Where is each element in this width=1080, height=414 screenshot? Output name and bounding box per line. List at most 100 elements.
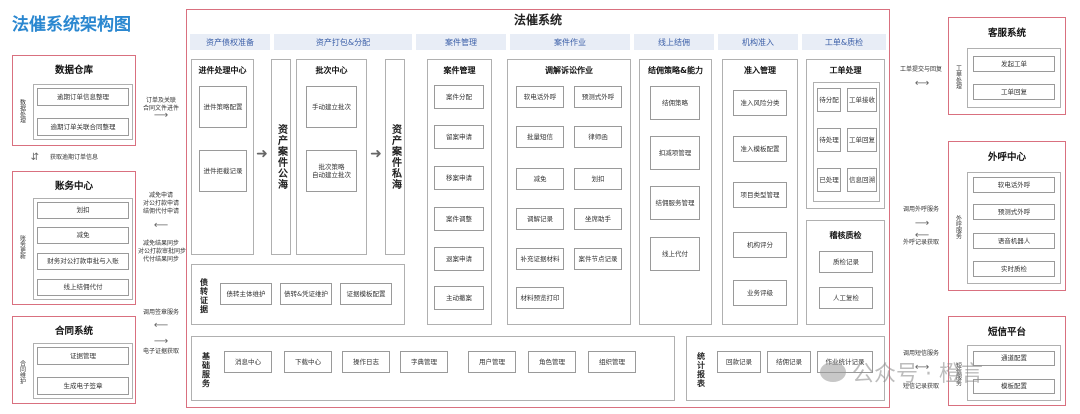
access-item: 准入模板配置 (733, 136, 787, 162)
double-arrow-icon: ⟷ (914, 77, 930, 89)
stage-access: 机构准入 (718, 34, 798, 50)
left-arrow-icon: ⟵ (914, 229, 930, 241)
workorder-title: 工单处理 (829, 66, 862, 75)
callout-item: 语音机器人 (973, 233, 1055, 249)
stage-packing: 资产打包&分配 (274, 34, 412, 50)
mediation-item: 划扣 (574, 168, 622, 190)
account-item: 财务对公打款审批与入账 (37, 253, 129, 270)
base-item: 用户管理 (468, 351, 516, 373)
service-system: 客服系统 工单处理 发起工单 工单回复 (948, 17, 1066, 115)
access-title: 准入管理 (744, 66, 776, 75)
callout-system: 外呼中心 外呼服务 软电话外呼 预测式外呼 语音机器人 实时质检 (948, 141, 1066, 291)
case-mgmt-item: 留案申请 (434, 125, 484, 149)
service-item: 工单回复 (973, 84, 1055, 100)
case-mgmt-item: 移案申请 (434, 166, 484, 190)
account-side: 账务更新 (18, 235, 26, 259)
pool-private: 资产案件私海 (385, 59, 405, 255)
access-item: 业务评级 (733, 280, 787, 306)
sms-system: 短信平台 短信服务 通道配置 模板配置 (948, 316, 1066, 406)
access-panel: 准入管理 准入风险分类 准入模板配置 项目类型管理 机构评分 业务评级 (722, 59, 798, 325)
right-arrow-icon: ➜ (256, 146, 268, 162)
link-label-call-service: 调用外呼服务 (902, 206, 939, 213)
access-item: 准入风险分类 (733, 90, 787, 116)
right-arrow-icon: ⟶ (153, 109, 169, 121)
base-item: 下载中心 (284, 351, 332, 373)
stage-asset-prep: 资产债权准备 (190, 34, 270, 50)
contract-system: 合同系统 合同维护 证据管理 生成电子签章 (12, 316, 136, 404)
base-item: 消息中心 (224, 351, 272, 373)
callout-item: 预测式外呼 (973, 204, 1055, 220)
link-label-sms-service: 调用短信服务 (902, 350, 939, 357)
right-arrow-icon: ➜ (370, 146, 382, 162)
mediation-panel: 调解诉讼作业 软电话外呼 预测式外呼 批量短信 律师函 减免 划扣 调解记录 坐… (507, 59, 631, 325)
mediation-item: 补充证据材料 (516, 248, 564, 270)
callout-item: 实时质检 (973, 261, 1055, 277)
mediation-item: 预测式外呼 (574, 86, 622, 108)
sms-item: 通道配置 (973, 351, 1055, 366)
commission-item: 结佣服务管理 (650, 186, 700, 220)
account-system: 账务中心 账务更新 划扣 减免 财务对公打款审批与入账 线上结佣代付 (12, 171, 136, 305)
intake-item: 进件策略配置 (199, 86, 247, 128)
warehouse-title: 数据仓库 (54, 65, 93, 76)
case-mgmt-item: 主动撤案 (434, 286, 484, 310)
case-mgmt-panel: 案件管理 案件分配 留案申请 移案申请 案件调整 退案申请 主动撤案 (427, 59, 492, 325)
mediation-title: 调解诉讼作业 (545, 66, 593, 75)
workorder-item: 工单接收 (847, 88, 877, 112)
wechat-icon (820, 362, 846, 382)
watermark: 公众号 · 橙言 (820, 352, 1060, 392)
case-mgmt-item: 案件调整 (434, 207, 484, 231)
sms-side: 短信服务 (954, 362, 962, 386)
stage-case-ops: 案件作业 (510, 34, 630, 50)
case-mgmt-title: 案件管理 (443, 66, 476, 75)
intake-title: 进件处理中心 (198, 66, 247, 75)
link-label-account-sync: 减免结果同步 对公打款审批同步 代付结果同步 (138, 240, 187, 263)
callout-item: 软电话外呼 (973, 177, 1055, 193)
evidence-item: 债转&凭证维护 (280, 283, 332, 305)
contract-item: 证据管理 (37, 347, 129, 365)
service-side: 工单处理 (954, 65, 962, 89)
batch-center: 批次中心 手动建立批次 批次策略 自动建立批次 (296, 59, 367, 255)
intake-center: 进件处理中心 进件策略配置 进件拒截记录 (191, 59, 254, 255)
account-item: 线上结佣代付 (37, 279, 129, 296)
stage-commission: 线上结佣 (634, 34, 714, 50)
batch-title: 批次中心 (315, 66, 348, 75)
callout-side: 外呼服务 (954, 215, 962, 239)
warehouse-item: 逾期订单信息整理 (37, 88, 129, 106)
base-item: 操作日志 (342, 351, 390, 373)
warehouse-side: 数据处理 (18, 99, 26, 123)
right-arrow-icon: ⟶ (153, 335, 169, 347)
base-item: 角色管理 (528, 351, 576, 373)
account-title: 账务中心 (54, 181, 93, 192)
link-label-account-request: 减免申请 对公打款申请 结佣代付申请 (142, 192, 179, 215)
link-label-sms-records: 短信记录获取 (902, 383, 939, 390)
commission-item: 结佣策略 (650, 86, 700, 120)
workorder-item: 已处理 (817, 168, 841, 192)
mediation-item: 批量短信 (516, 126, 564, 148)
link-label-call-signature: 调用签章服务 (142, 309, 179, 316)
contract-side: 合同维护 (18, 360, 26, 384)
service-item: 发起工单 (973, 56, 1055, 72)
service-title: 客服系统 (987, 28, 1026, 39)
evidence-item: 债转主体维护 (220, 283, 272, 305)
commission-title: 结佣策略&能力 (648, 66, 703, 75)
base-services-panel: 基础服务 消息中心 下载中心 操作日志 字典管理 用户管理 角色管理 组织管理 (191, 336, 675, 401)
page-title: 法催系统架构图 (12, 15, 131, 35)
qc-item: 质检记录 (819, 251, 873, 273)
account-item: 划扣 (37, 202, 129, 219)
batch-item: 批次策略 自动建立批次 (306, 150, 357, 192)
batch-item: 手动建立批次 (306, 86, 357, 128)
base-side: 基础服务 (201, 351, 211, 388)
link-label-get-orders: 获取逾期订单信息 (49, 154, 98, 161)
contract-title: 合同系统 (54, 326, 93, 337)
evidence-item: 证据模板配置 (340, 283, 392, 305)
access-item: 机构评分 (733, 232, 787, 258)
stage-case-mgmt: 案件管理 (416, 34, 506, 50)
link-label-call-records: 外呼记录获取 (902, 239, 939, 246)
right-arrow-icon: ⟶ (914, 217, 930, 229)
workorder-item: 工单回复 (847, 128, 877, 152)
contract-item: 生成电子签章 (37, 377, 129, 395)
pool-public: 资产案件公海 (271, 59, 291, 255)
workorder-item: 待分配 (817, 88, 841, 112)
access-item: 项目类型管理 (733, 182, 787, 208)
sms-title: 短信平台 (987, 327, 1026, 338)
